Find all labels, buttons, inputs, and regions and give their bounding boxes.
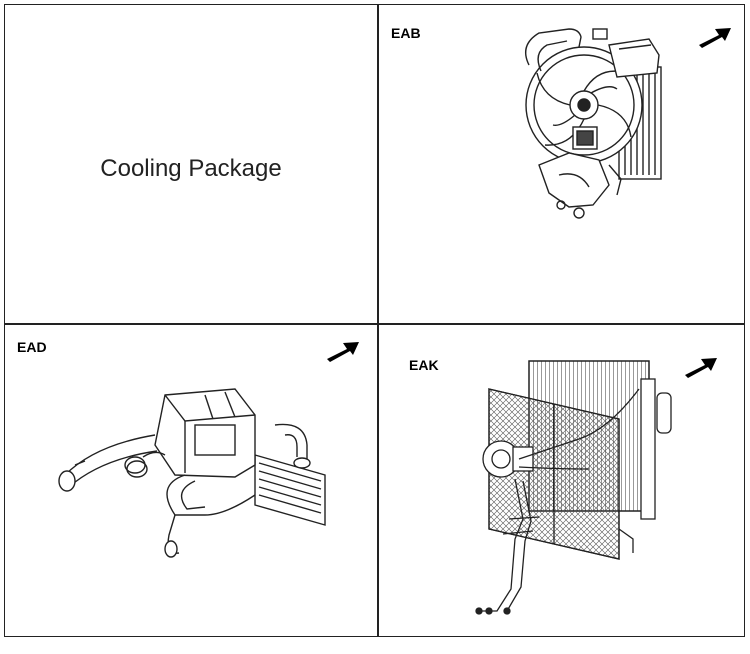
- panel-eab: EAB: [379, 5, 743, 323]
- panel-code-label: EAK: [409, 357, 439, 373]
- direction-arrow-icon: [327, 342, 359, 362]
- title-cell: Cooling Package: [5, 5, 377, 323]
- vertical-divider: [377, 5, 379, 636]
- cooling-package-grid: Cooling Package EAB: [4, 4, 745, 637]
- condenser-ac-lines-illustration: [475, 360, 672, 615]
- radiator-fan-assembly-illustration: [525, 28, 662, 219]
- intercooler-hoses-illustration: [58, 388, 326, 558]
- panel-code-label: EAB: [391, 25, 421, 41]
- direction-arrow-icon: [699, 28, 731, 48]
- panel-ead: EAD: [5, 325, 377, 636]
- direction-arrow-icon: [685, 358, 717, 378]
- panel-eak: EAK: [379, 325, 743, 636]
- page-title: Cooling Package: [100, 155, 282, 182]
- panel-code-label: EAD: [17, 339, 47, 355]
- horizontal-divider: [5, 323, 744, 325]
